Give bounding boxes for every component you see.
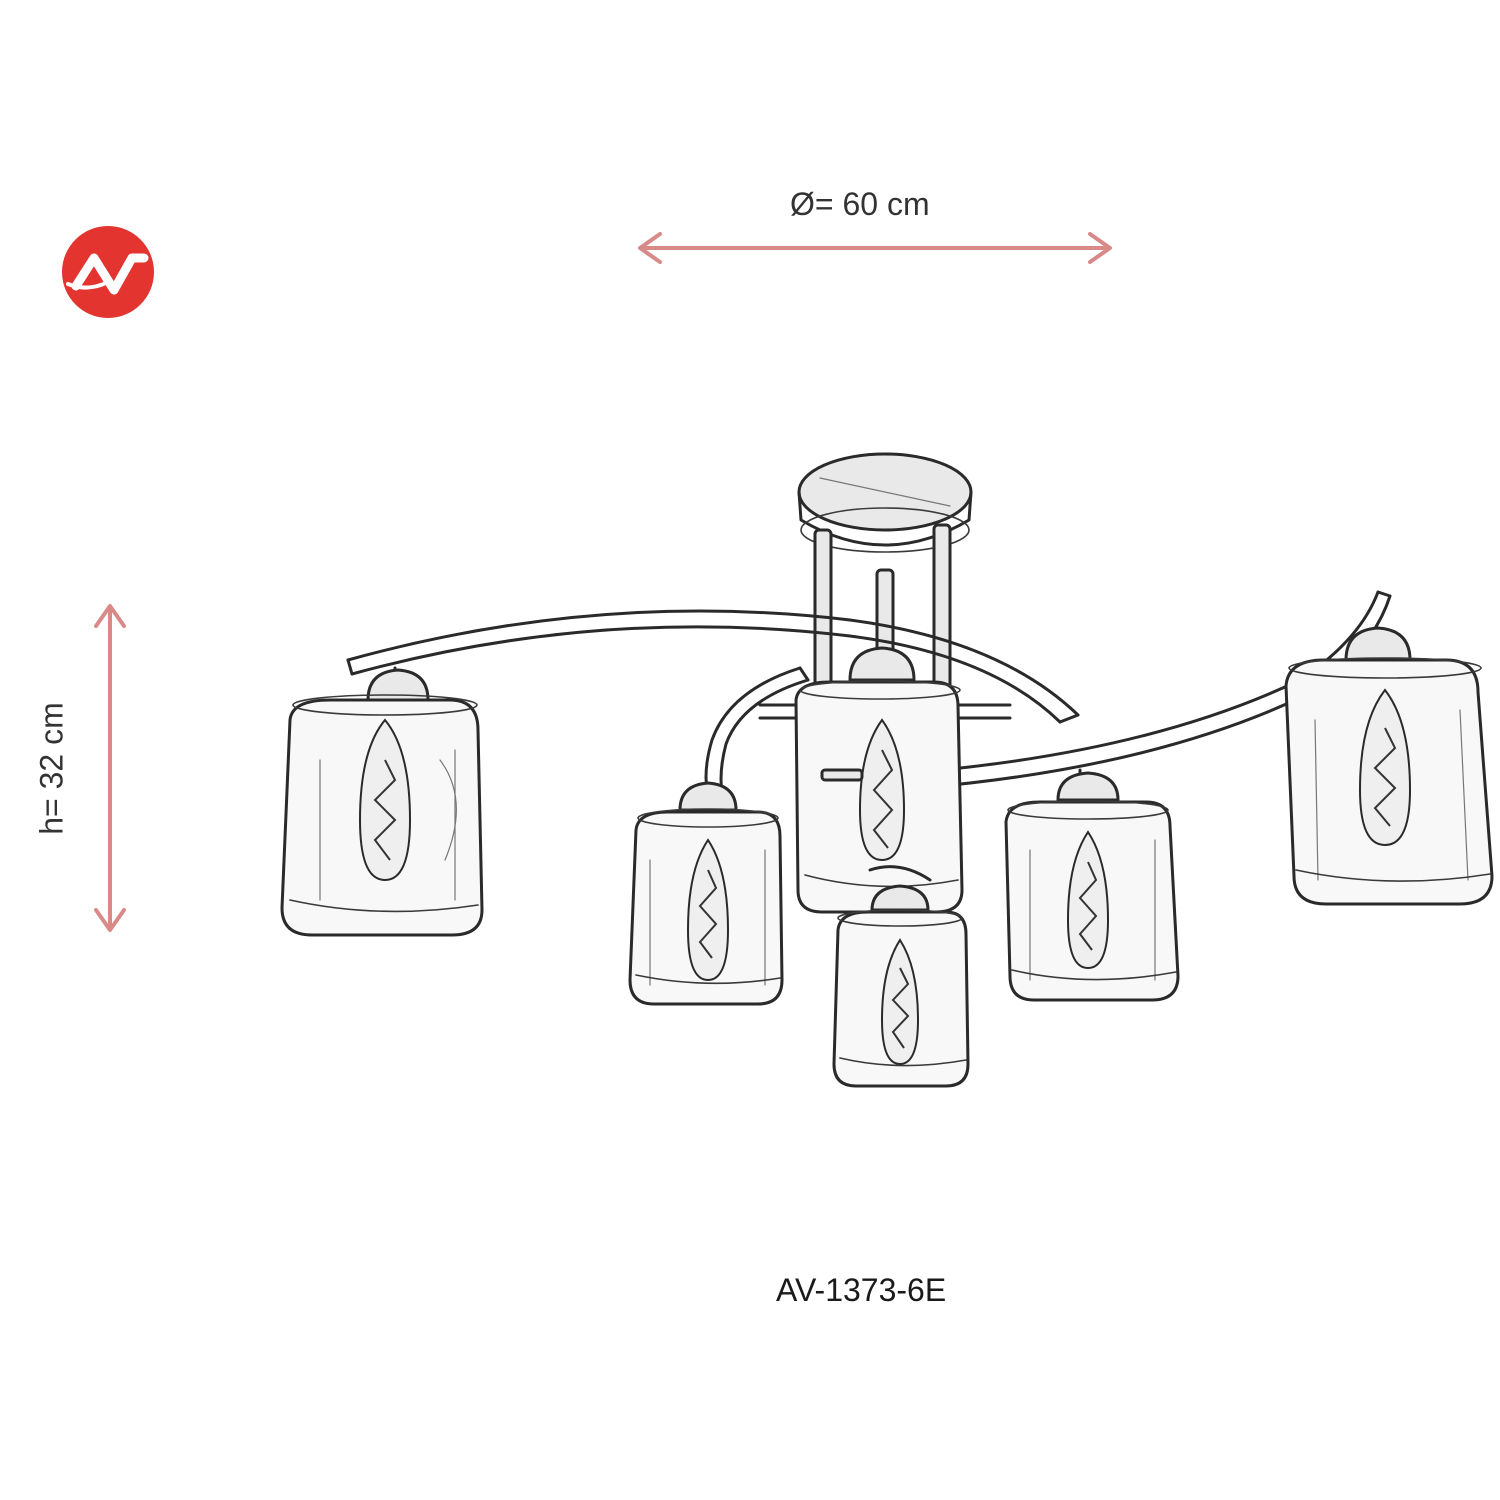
ceiling-canopy [797,452,973,553]
brand-logo [62,226,154,318]
lamp-shade-3 [794,646,964,914]
width-arrow [638,232,1112,264]
width-dimension-label: Ø= 60 cm [790,186,930,222]
logo-mark [71,253,149,295]
lamp-shade-4 [832,865,970,1088]
lamp-shade-1 [280,668,484,937]
lamp-shade-5 [1004,771,1180,1002]
lamp-shade-6 [1284,626,1494,906]
height-arrow [94,604,126,932]
model-number: AV-1373-6E [776,1272,947,1308]
lamp-shade-2 [628,781,784,1006]
